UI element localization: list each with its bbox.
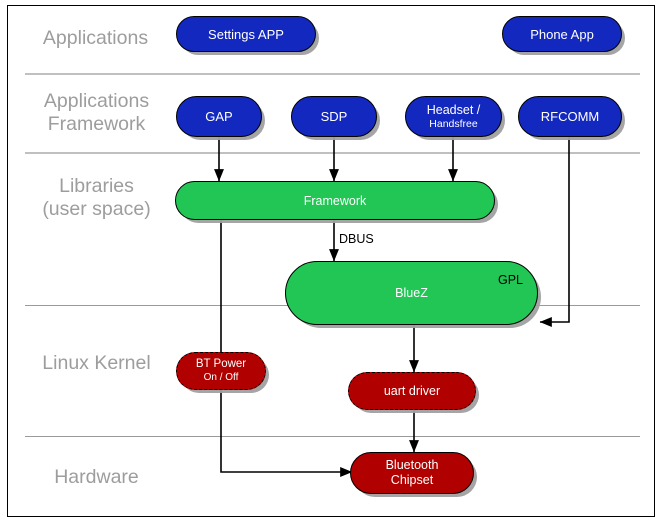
node-sdp-label: SDP	[320, 109, 348, 124]
layer-label-linux-kernel: Linux Kernel	[42, 352, 151, 374]
node-settings-app-label: Settings APP	[208, 26, 284, 42]
edge-label-dbus: DBUS	[339, 232, 374, 246]
node-headset-handsfree-sublabel: Handsfree	[429, 117, 478, 130]
divider-linux-kernel	[25, 436, 640, 437]
node-rfcomm[interactable]: RFCOMM	[518, 96, 622, 137]
node-bt-power-sublabel: On / Off	[203, 372, 239, 383]
node-gap[interactable]: GAP	[176, 96, 262, 137]
divider-applications	[25, 73, 640, 75]
node-rfcomm-label: RFCOMM	[540, 109, 600, 124]
layer-label-libraries: Libraries (user space)	[42, 175, 151, 220]
node-bluez-label: BlueZ	[395, 286, 428, 300]
node-gap-label: GAP	[205, 109, 233, 124]
node-uart-driver-label: uart driver	[383, 384, 441, 398]
node-bluetooth-chipset[interactable]: Bluetooth Chipset	[350, 452, 474, 494]
node-framework-label: Framework	[303, 193, 367, 208]
node-sdp[interactable]: SDP	[291, 96, 377, 137]
node-bluez[interactable]: GPL BlueZ	[285, 261, 538, 325]
node-headset-handsfree-label: Headset /	[426, 102, 481, 117]
layer-label-applications-framework: Applications Framework	[43, 90, 150, 135]
node-headset-handsfree[interactable]: Headset / Handsfree	[405, 96, 502, 137]
node-bt-power-label: BT Power	[195, 358, 247, 370]
layer-label-applications: Applications	[42, 27, 149, 49]
node-framework[interactable]: Framework	[175, 181, 495, 220]
node-bluez-license-tag: GPL	[497, 273, 523, 287]
node-phone-app-label: Phone App	[530, 26, 594, 42]
node-bluetooth-chipset-sublabel: Chipset	[390, 473, 434, 487]
node-phone-app[interactable]: Phone App	[502, 16, 622, 52]
layer-label-hardware: Hardware	[54, 466, 139, 488]
node-settings-app[interactable]: Settings APP	[176, 16, 316, 52]
node-bt-power[interactable]: BT Power On / Off	[176, 352, 266, 390]
divider-applications-framework	[25, 152, 640, 154]
node-uart-driver[interactable]: uart driver	[348, 372, 476, 410]
diagram-outer-border	[7, 5, 655, 517]
node-bluetooth-chipset-label: Bluetooth	[385, 458, 439, 472]
